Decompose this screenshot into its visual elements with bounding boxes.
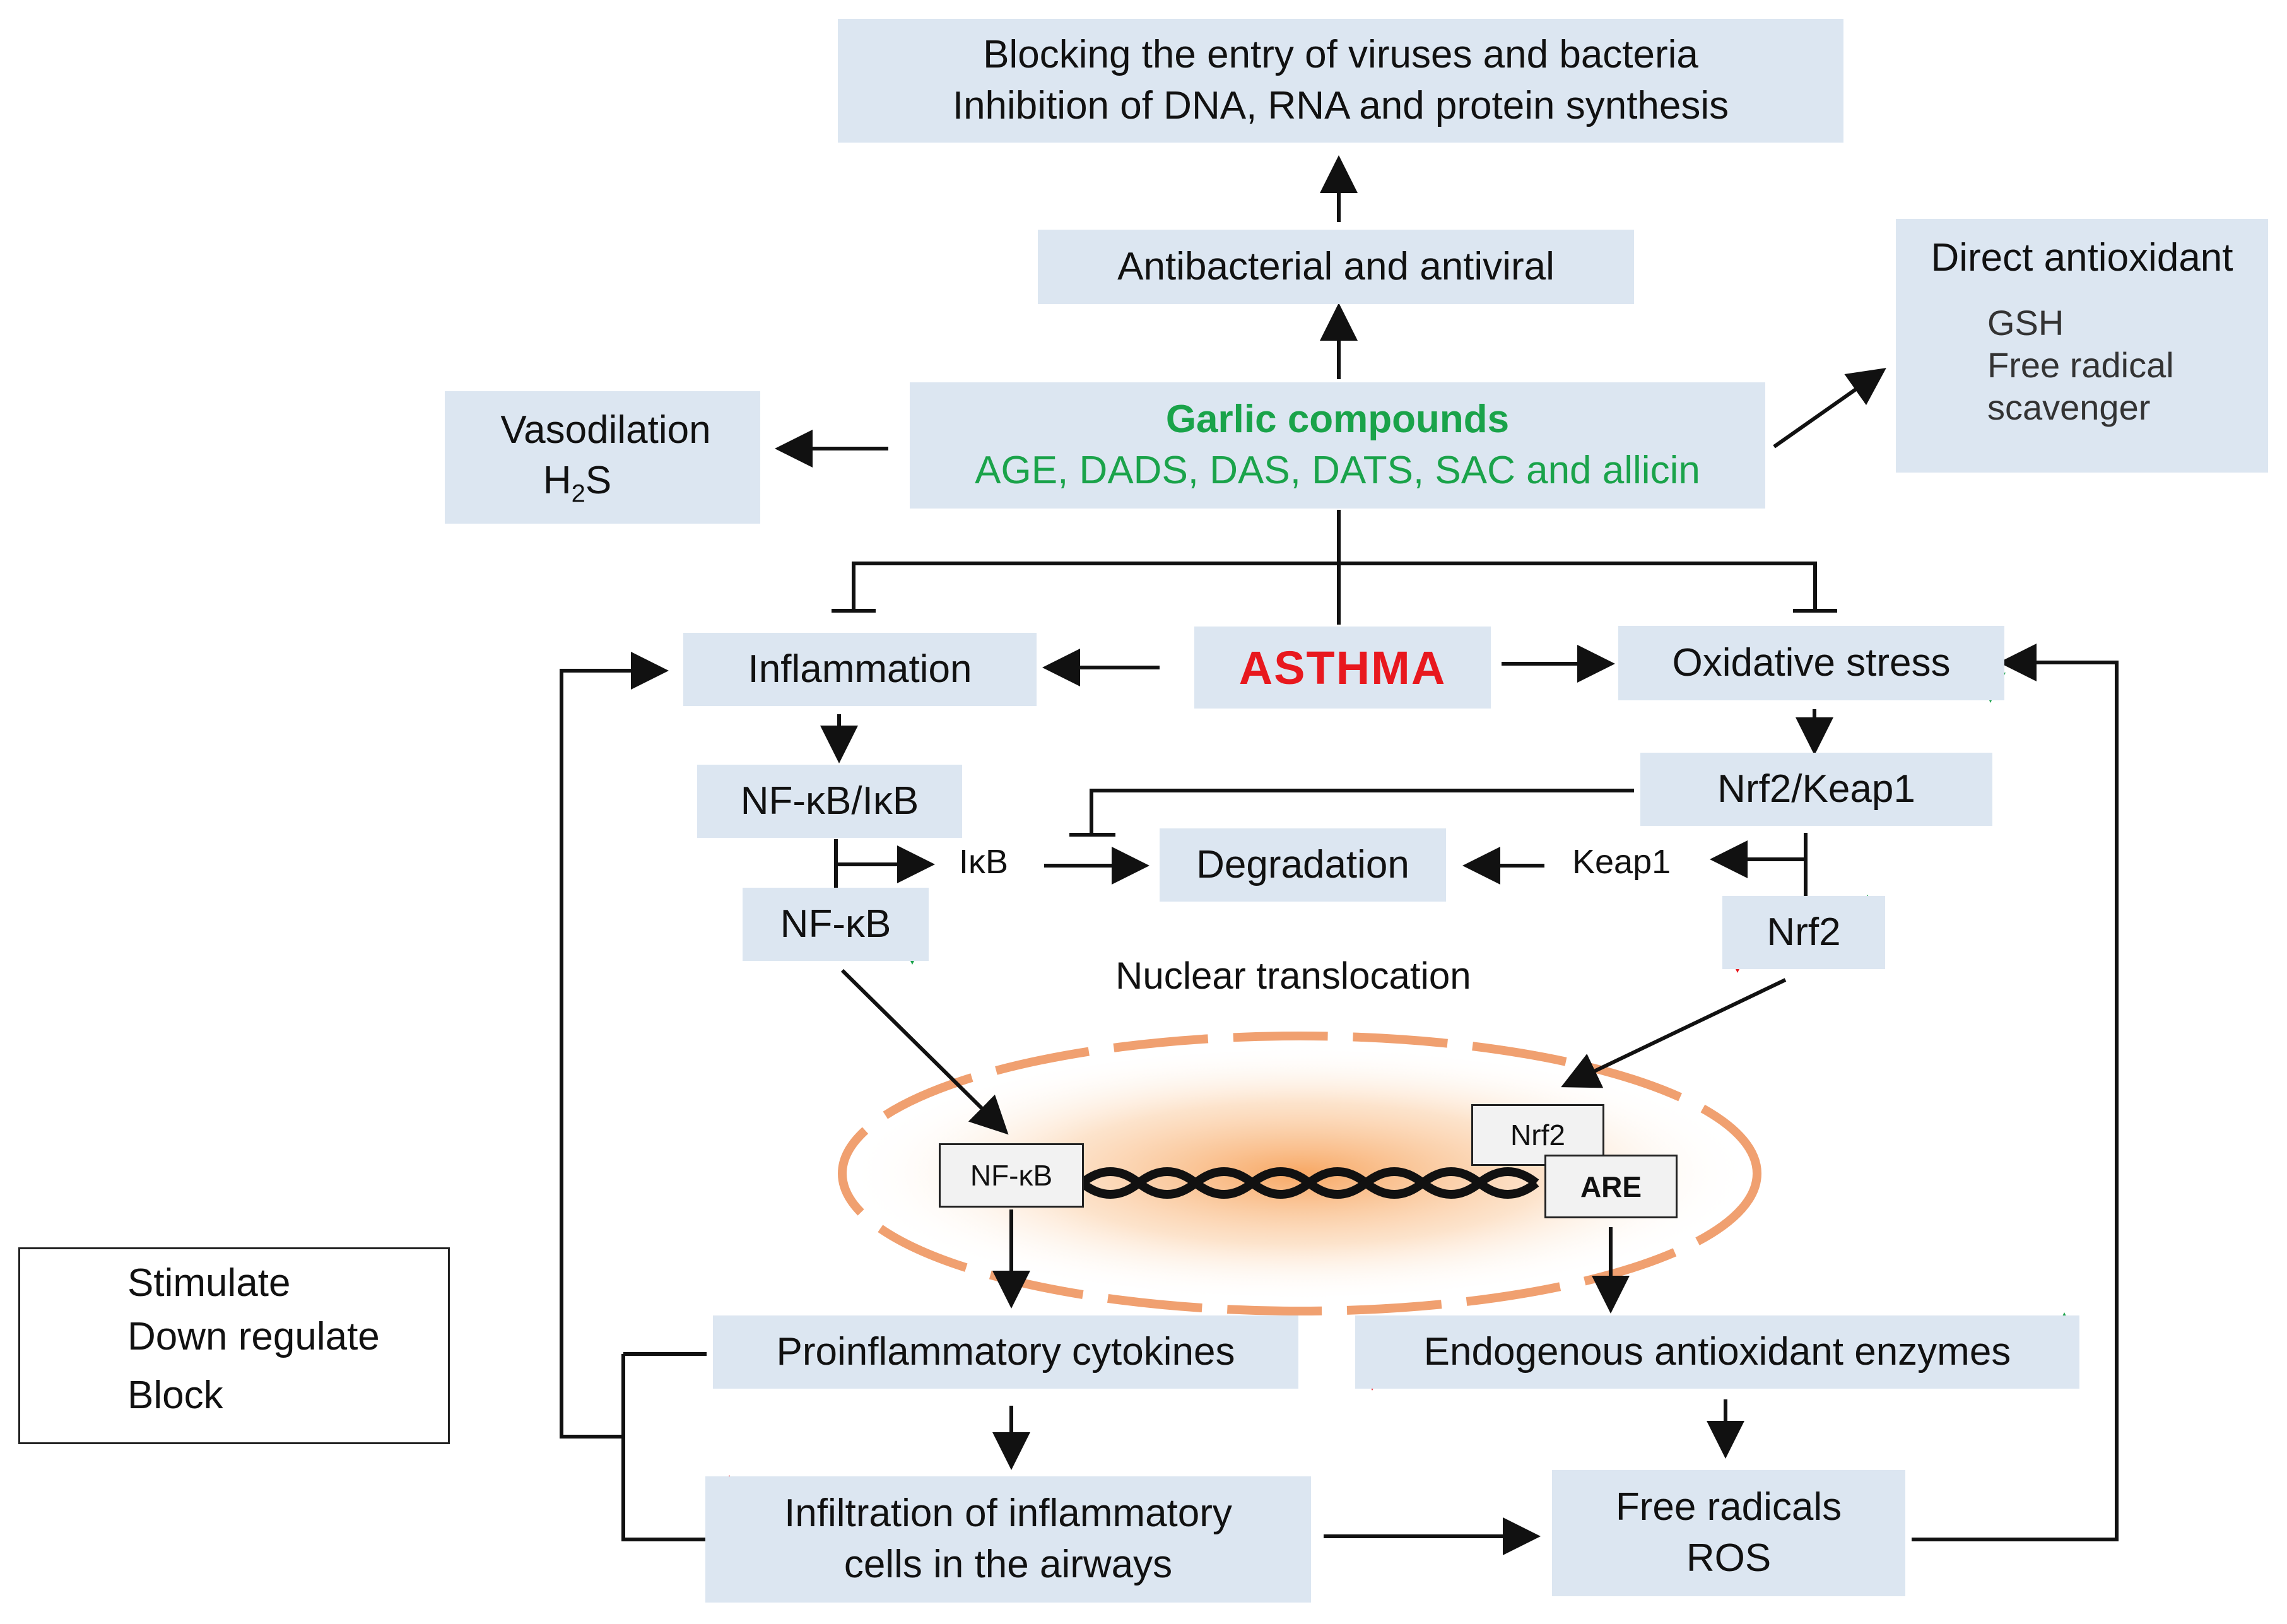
endogenous-label: Endogenous antioxidant enzymes [1423,1329,2011,1374]
dna-strand-2 [1079,1167,1539,1199]
garlic-box: Garlic compounds AGE, DADS, DAS, DATS, S… [910,382,1765,509]
cytokines-label: Proinflammatory cytokines [776,1329,1235,1374]
nfkb-box: NF-κB [743,888,929,961]
top-effect-line1: Blocking the entry of viruses and bacter… [983,33,1698,77]
arrows [560,155,2119,1555]
infiltration-box: Infiltration of inflammatory cells in th… [705,1476,1311,1603]
antibacterial-label: Antibacterial and antiviral [1117,244,1555,288]
garlic-compounds: AGE, DADS, DAS, DATS, SAC and allicin [975,449,1700,492]
nucleus-nfkb-box: NF-κB [939,1143,1084,1208]
degradation-box: Degradation [1160,828,1446,902]
vasodilation-box: Vasodilation H2S [445,391,760,524]
legend: Stimulate Down regulate Block [18,1247,450,1444]
ikb-label: IκB [959,843,1009,881]
inflammation-label: Inflammation [748,647,972,691]
arrow-feedback-loop-right [1912,644,2119,1541]
oxidative-stress-box: Oxidative stress [1618,626,2004,700]
vasodilation-label: Vasodilation [500,408,711,452]
arrow-nrf2-translocation [1561,978,1787,1088]
nfkb-ikb-label: NF-κB/IκB [740,779,919,823]
arrow-feedback-loop-left [560,652,669,1439]
nrf2-box: Nrf2 [1722,896,1885,969]
nrf2-keap1-label: Nrf2/Keap1 [1717,767,1915,811]
top-effect-line2: Inhibition of DNA, RNA and protein synth… [952,84,1729,127]
antioxidant-gsh: GSH [1987,302,2064,343]
nfkb-label: NF-κB [780,902,891,946]
nucleus-are-box: ARE [1544,1155,1678,1218]
degradation-label: Degradation [1196,842,1409,886]
arrow-garlic-to-antioxidant [1773,368,1886,449]
antioxidant-free-radical: Free radical [1987,344,2174,385]
arrow-nfkb-translocation [840,968,1009,1135]
free-radicals-box: Free radicals ROS [1552,1470,1905,1596]
inflammation-box: Inflammation [683,633,1037,706]
free-radicals-line1: Free radicals [1615,1485,1842,1529]
keap1-label: Keap1 [1572,843,1671,881]
nfkb-ikb-box: NF-κB/IκB [697,765,962,838]
legend-stimulate: Stimulate [127,1261,291,1305]
top-effect-box: Blocking the entry of viruses and bacter… [838,19,1843,143]
block-nrf2keap1-to-ikb-degradation [1090,789,1634,835]
cytokines-box: Proinflammatory cytokines [713,1315,1298,1389]
h2s-label: H2S [543,459,612,508]
block-to-inflammation [852,562,1339,611]
asthma-box: ASTHMA [1194,627,1491,709]
garlic-title: Garlic compounds [1165,397,1510,442]
free-radicals-line2: ROS [1686,1536,1772,1580]
legend-down-regulate: Down regulate [127,1315,380,1358]
nuclear-membrane-inner [856,1047,1743,1300]
legend-block: Block [127,1374,223,1417]
nuclear-translocation-label: Nuclear translocation [1115,955,1471,997]
arrow-feedback-to-inflammation [621,1354,707,1541]
infiltration-line2: cells in the airways [844,1543,1173,1586]
antioxidant-scavenger: scavenger [1987,387,2151,427]
direct-antioxidant-box: Direct antioxidant GSH Free radical scav… [1896,219,2268,473]
endogenous-box: Endogenous antioxidant enzymes [1355,1315,2079,1389]
antibacterial-box: Antibacterial and antiviral [1038,230,1634,304]
oxidative-stress-label: Oxidative stress [1672,640,1951,685]
block-lines [832,510,1837,837]
infiltration-line1: Infiltration of inflammatory [784,1492,1232,1536]
block-to-oxidative [1339,562,1817,611]
nuclear-membrane-outer [838,1032,1761,1315]
nrf2-keap1-box: Nrf2/Keap1 [1640,753,1992,826]
direct-antioxidant-title: Direct antioxidant [1931,236,2233,279]
nrf2-label: Nrf2 [1767,910,1841,954]
